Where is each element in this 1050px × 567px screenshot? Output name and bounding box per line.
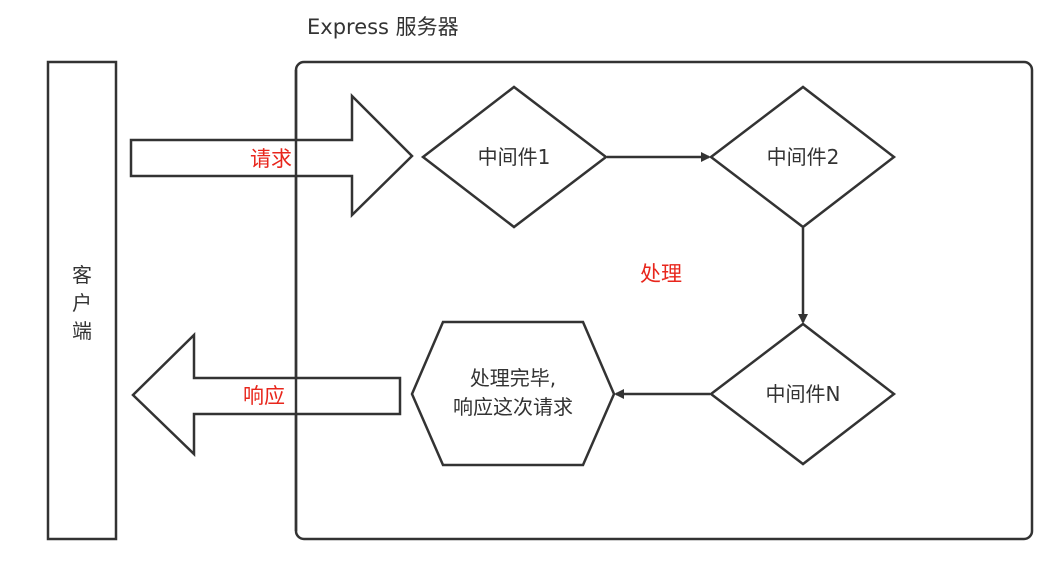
diagram-title: Express 服务器 [307,15,459,39]
client-label-1: 客 [72,263,92,287]
client-label-2: 户 [72,291,92,315]
response-label: 响应 [243,384,285,408]
process-label: 处理 [640,262,682,286]
client-label-3: 端 [72,319,92,343]
middlewareN-label: 中间件N [766,382,841,406]
middleware2-node [708,85,897,229]
middleware1-node [420,85,609,229]
middleware2-label: 中间件2 [767,145,840,169]
final-node [410,320,616,467]
middleware1-label: 中间件1 [478,145,551,169]
response-arrow [131,332,402,457]
request-arrow [129,92,414,218]
middlewareN-node [708,322,897,466]
server-container [294,60,1034,541]
final-label-line1: 处理完毕, [470,366,556,390]
client-box [46,60,118,541]
final-label-line2: 响应这次请求 [453,395,573,419]
request-label: 请求 [250,147,292,171]
